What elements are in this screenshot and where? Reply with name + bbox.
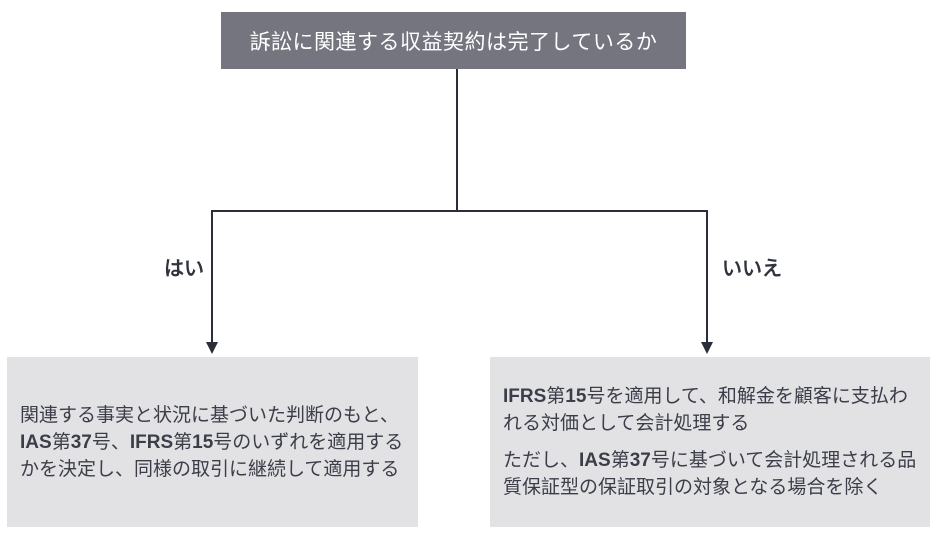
result-box-no: IFRS第15号を適用して、和解金を顧客に支払われる対価として会計処理するただし… — [490, 357, 930, 527]
result-paragraph: 関連する事実と状況に基づいた判断のもと、IAS第37号、IFRS第15号のいずれ… — [20, 404, 404, 480]
down-arrow-icon — [701, 342, 713, 354]
branch-label-yes: はい — [164, 258, 204, 280]
down-arrow-icon — [206, 342, 218, 354]
decision-root-box: 訴訟に関連する収益契約は完了しているか — [221, 12, 686, 69]
decision-root-text: 訴訟に関連する収益契約は完了しているか — [249, 30, 658, 54]
branch-label-no: いいえ — [722, 258, 782, 280]
result-box-yes: 関連する事実と状況に基づいた判断のもと、IAS第37号、IFRS第15号のいずれ… — [7, 357, 418, 527]
result-paragraph: ただし、IAS第37号に基づいて会計処理される品質保証型の保証取引の対象となる場… — [503, 450, 917, 498]
result-paragraph: IFRS第15号を適用して、和解金を顧客に支払われる対価として会計処理する — [503, 386, 908, 434]
